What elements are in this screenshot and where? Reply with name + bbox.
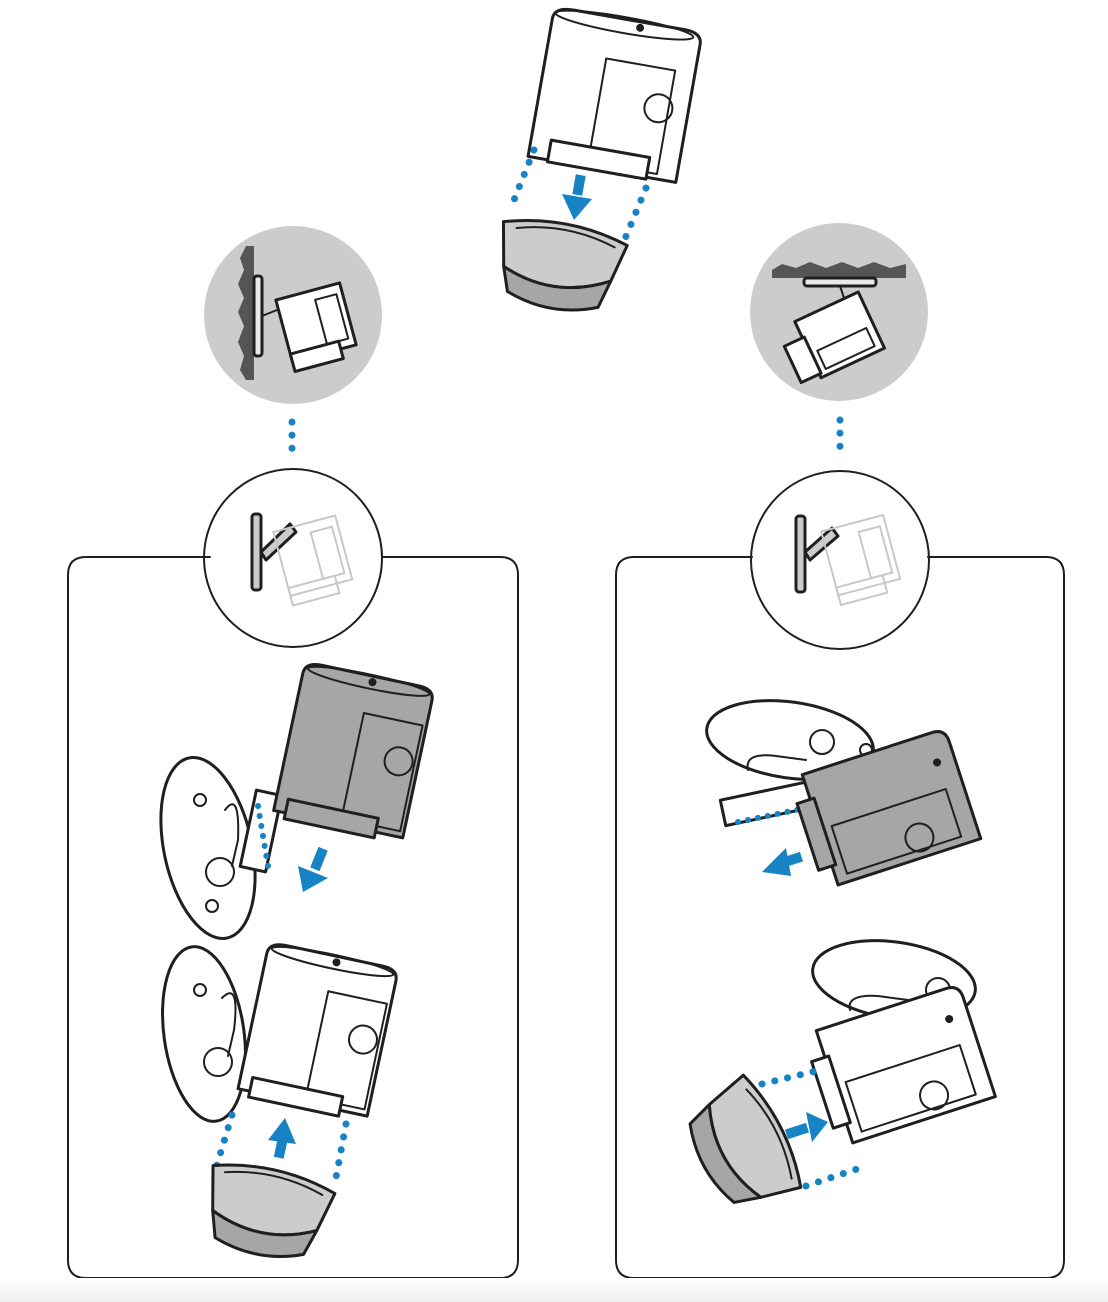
guide-dots-left — [506, 146, 538, 214]
wall-mount-preview — [204, 226, 382, 404]
guide-dots-right — [330, 1120, 350, 1192]
bottom-fade — [0, 1278, 1108, 1302]
camera-icon — [795, 730, 983, 887]
base-cover-icon — [501, 218, 629, 312]
wall-mount-icon — [161, 945, 247, 1123]
base-cover-icon — [688, 1073, 803, 1204]
camera-icon — [526, 7, 702, 184]
camera-icon — [272, 663, 434, 840]
wall-mount-icon — [238, 246, 358, 380]
ceiling-mount-preview — [750, 223, 928, 401]
bracket-icon — [794, 513, 902, 607]
arrow-icon — [298, 846, 328, 892]
arrow-icon — [762, 848, 804, 876]
wall-mount-icon — [159, 756, 284, 940]
wall-remove-camera-step — [159, 663, 434, 940]
bracket-icon — [250, 512, 354, 607]
ceiling-install-panel — [615, 470, 1065, 1279]
base-cover-icon — [211, 1163, 337, 1258]
arrow-icon — [268, 1118, 296, 1159]
wall-attach-cover-step — [161, 943, 398, 1258]
top-camera-into-cover-step — [501, 7, 702, 312]
guide-dots-bottom — [802, 1164, 864, 1190]
ceiling-mount-icon — [705, 699, 875, 828]
ceiling-mount-icon — [772, 262, 906, 385]
ceiling-remove-camera-step — [705, 699, 983, 887]
wall-bracket-detail-circle — [203, 468, 383, 648]
wall-install-panel — [67, 468, 519, 1279]
ceiling-attach-cover-step — [688, 939, 997, 1204]
arrow-icon — [784, 1112, 828, 1142]
camera-icon — [810, 986, 997, 1145]
arrow-icon — [562, 174, 592, 220]
guide-dots-right — [618, 184, 650, 250]
ceiling-bracket-detail-circle — [750, 470, 930, 650]
guide-dots-top — [758, 1066, 824, 1088]
camera-icon — [236, 943, 398, 1118]
guide-dots-left — [212, 1111, 236, 1172]
